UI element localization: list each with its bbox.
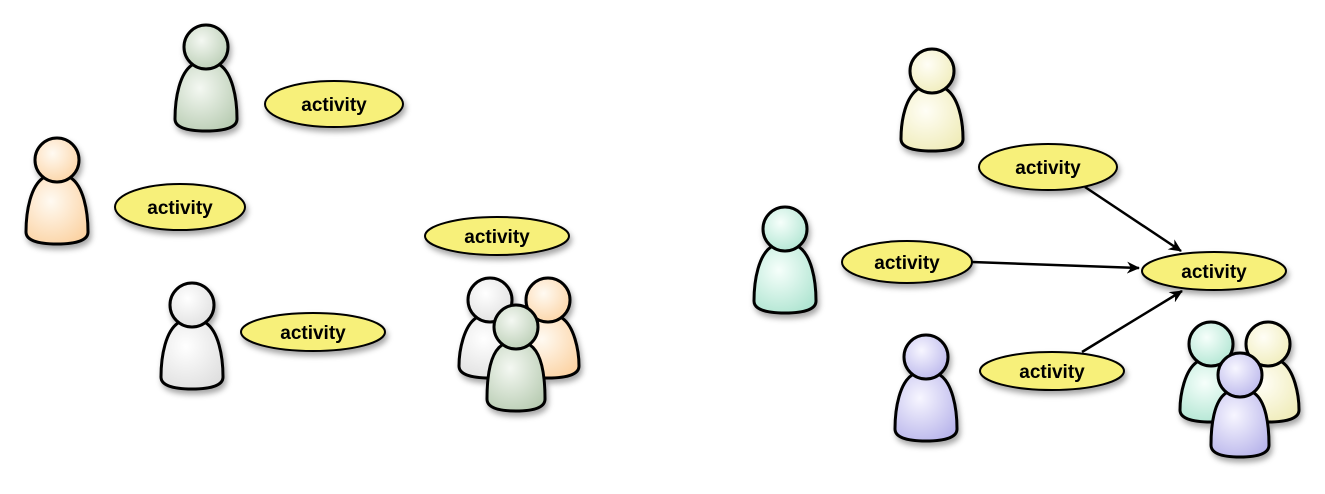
arrow-bottom-to-target — [1081, 289, 1183, 354]
activity-label: activity — [874, 253, 940, 274]
person-head — [761, 205, 809, 253]
activity-node[interactable]: activity — [264, 80, 404, 128]
actor-group[interactable] — [457, 276, 581, 413]
activity-label: activity — [280, 323, 346, 344]
person-body — [752, 245, 818, 315]
activity-node[interactable]: activity — [978, 143, 1118, 191]
activity-node[interactable]: activity — [240, 312, 386, 352]
activity-node[interactable]: activity — [841, 240, 973, 284]
actor-orange[interactable] — [24, 136, 90, 246]
arrow-middle-to-target — [971, 260, 1140, 274]
person-body — [899, 87, 965, 153]
actor-yellow[interactable] — [899, 47, 965, 153]
actor-green[interactable] — [173, 23, 239, 133]
person-head — [33, 136, 81, 184]
person-body — [893, 373, 959, 443]
actor-green — [485, 303, 547, 413]
activity-label: activity — [1181, 262, 1247, 283]
person-body — [173, 63, 239, 133]
arrows — [971, 185, 1183, 354]
person-body — [24, 176, 90, 246]
activity-node[interactable]: activity — [424, 216, 570, 256]
left-panel: activity activity activity activity — [24, 23, 581, 413]
activity-label: activity — [147, 198, 213, 219]
activity-node[interactable]: activity — [114, 183, 246, 231]
actor-teal[interactable] — [752, 205, 818, 315]
target-activity-node[interactable]: activity — [1141, 251, 1287, 291]
actor-purple — [1209, 351, 1271, 459]
activity-label: activity — [1015, 158, 1081, 179]
actor-gray[interactable] — [159, 281, 225, 391]
person-head — [168, 281, 216, 329]
arrow-top-to-target — [1084, 185, 1182, 253]
activity-label: activity — [464, 227, 530, 248]
activity-node[interactable]: activity — [979, 351, 1125, 391]
right-panel: activity activity activity activity — [752, 47, 1301, 459]
person-head — [908, 47, 956, 95]
activity-label: activity — [301, 95, 367, 116]
actor-group[interactable] — [1178, 320, 1301, 459]
person-head — [902, 333, 950, 381]
activity-label: activity — [1019, 362, 1085, 383]
actor-purple[interactable] — [893, 333, 959, 443]
person-body — [159, 321, 225, 391]
person-head — [182, 23, 230, 71]
